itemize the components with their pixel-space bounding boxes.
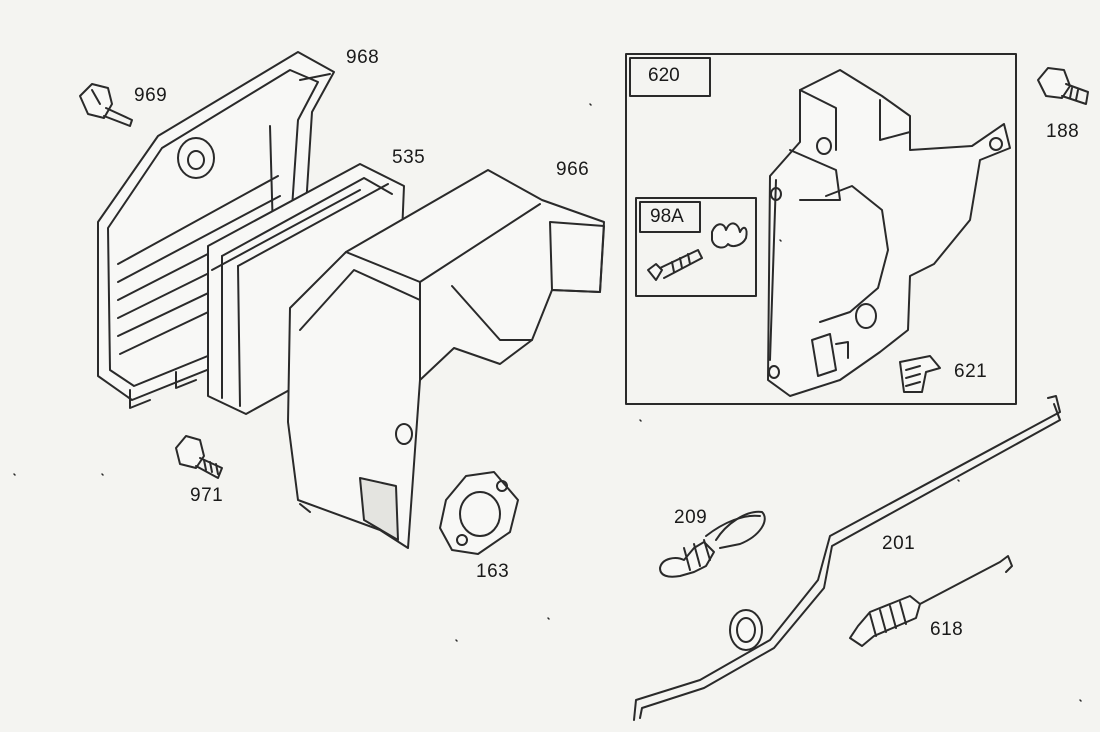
part-label-535: 535 [392, 147, 426, 168]
part-label-188: 188 [1046, 121, 1080, 142]
background-speckle [13, 103, 1082, 702]
part-label-966: 966 [556, 159, 590, 180]
clip-icon [899, 355, 941, 393]
spring-icon [659, 510, 766, 578]
bolt-icon [79, 83, 133, 127]
cover-icon [287, 169, 605, 549]
group-label-620: 620 [648, 65, 680, 86]
part-label-618: 618 [930, 619, 964, 640]
screw-icon [175, 435, 223, 479]
part-label-971: 971 [190, 485, 224, 506]
part-label-163: 163 [476, 561, 510, 582]
bolt-icon [1037, 67, 1089, 105]
screw-spring-icon [647, 222, 748, 281]
part-label-968: 968 [346, 47, 380, 68]
part-label-209: 209 [674, 507, 708, 528]
part-label-201: 201 [882, 533, 916, 554]
gasket-icon [439, 471, 519, 555]
group-box-620 [625, 53, 1017, 405]
group-label-98a: 98A [650, 206, 684, 227]
group-label-box-620 [629, 57, 711, 97]
group-box-98a [635, 197, 757, 297]
link-rod-icon [633, 395, 1061, 721]
group-label-box-98a [639, 201, 701, 233]
bracket-icon [767, 69, 1011, 397]
part-label-621: 621 [954, 361, 988, 382]
part-label-969: 969 [134, 85, 168, 106]
spring-icon [849, 555, 1013, 647]
